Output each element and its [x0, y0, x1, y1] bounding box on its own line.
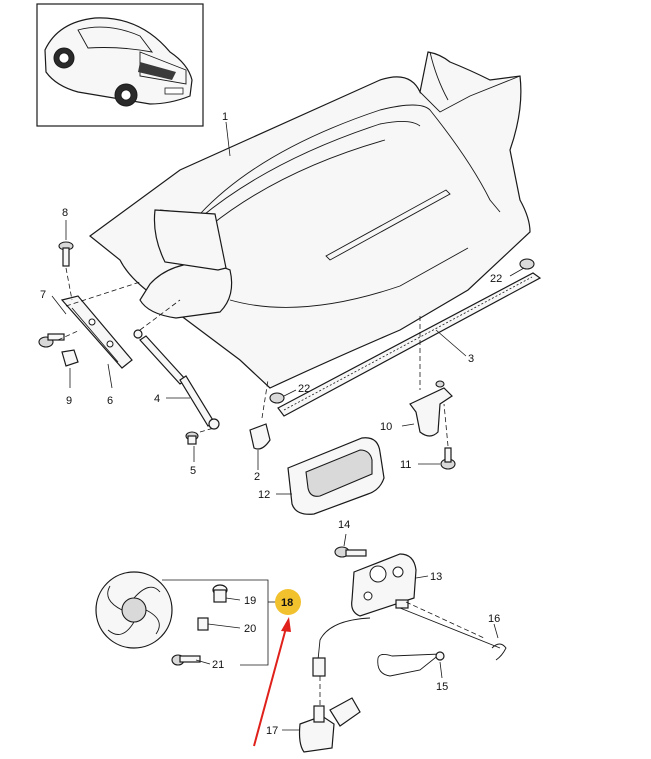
callout-21: 21 — [212, 659, 224, 671]
callout-11: 11 — [400, 459, 411, 471]
assembly-dashes — [57, 267, 485, 706]
gas-strut — [133, 329, 215, 427]
callout-15: 15 — [436, 681, 448, 693]
callout-22-right: 22 — [490, 273, 502, 285]
callout-4: 4 — [154, 393, 160, 405]
leader-lines — [51, 121, 525, 731]
bolt-14 — [334, 546, 367, 558]
callout-7: 7 — [40, 289, 46, 301]
callout-17: 17 — [266, 725, 278, 737]
ball-pin-5 — [185, 418, 220, 445]
callout-12: 12 — [258, 489, 270, 501]
callout-2: 2 — [254, 471, 260, 483]
thumbnail-frame — [36, 3, 204, 127]
lock-bracket — [409, 380, 453, 437]
latch-lock — [351, 553, 417, 617]
callout-1: 1 — [222, 111, 228, 123]
car-rear-icon — [44, 17, 193, 107]
callout-14: 14 — [338, 519, 350, 531]
callout-10: 10 — [380, 421, 392, 433]
callout-20: 20 — [244, 623, 256, 635]
callout-6: 6 — [107, 395, 113, 407]
screw-11 — [440, 447, 456, 470]
callout-16: 16 — [488, 613, 500, 625]
callout-3: 3 — [468, 353, 474, 365]
callout-9: 9 — [66, 395, 72, 407]
bushing-19 — [212, 584, 228, 603]
callout-18: 18 — [281, 597, 293, 609]
bolt-8 — [58, 241, 74, 267]
hinge-bracket — [60, 295, 133, 369]
screw-7 — [38, 333, 65, 348]
callout-8: 8 — [62, 207, 68, 219]
callout-22-left: 22 — [298, 383, 310, 395]
rubber-buffer — [249, 423, 271, 450]
actuator — [298, 697, 361, 753]
callout-19: 19 — [244, 595, 256, 607]
fan-motor — [95, 571, 173, 649]
screw-21 — [171, 654, 201, 666]
callout-labels: 1 8 7 9 6 4 5 2 22 3 22 10 11 12 14 13 1… — [40, 111, 502, 737]
highlight-marker — [275, 589, 301, 615]
callout-5: 5 — [190, 465, 196, 477]
switch-cover — [287, 437, 385, 515]
red-arrow-icon — [253, 617, 291, 747]
seal-strip — [277, 272, 542, 417]
bushing-20 — [197, 617, 209, 631]
rear-lid — [89, 51, 531, 389]
callout-13: 13 — [430, 571, 442, 583]
